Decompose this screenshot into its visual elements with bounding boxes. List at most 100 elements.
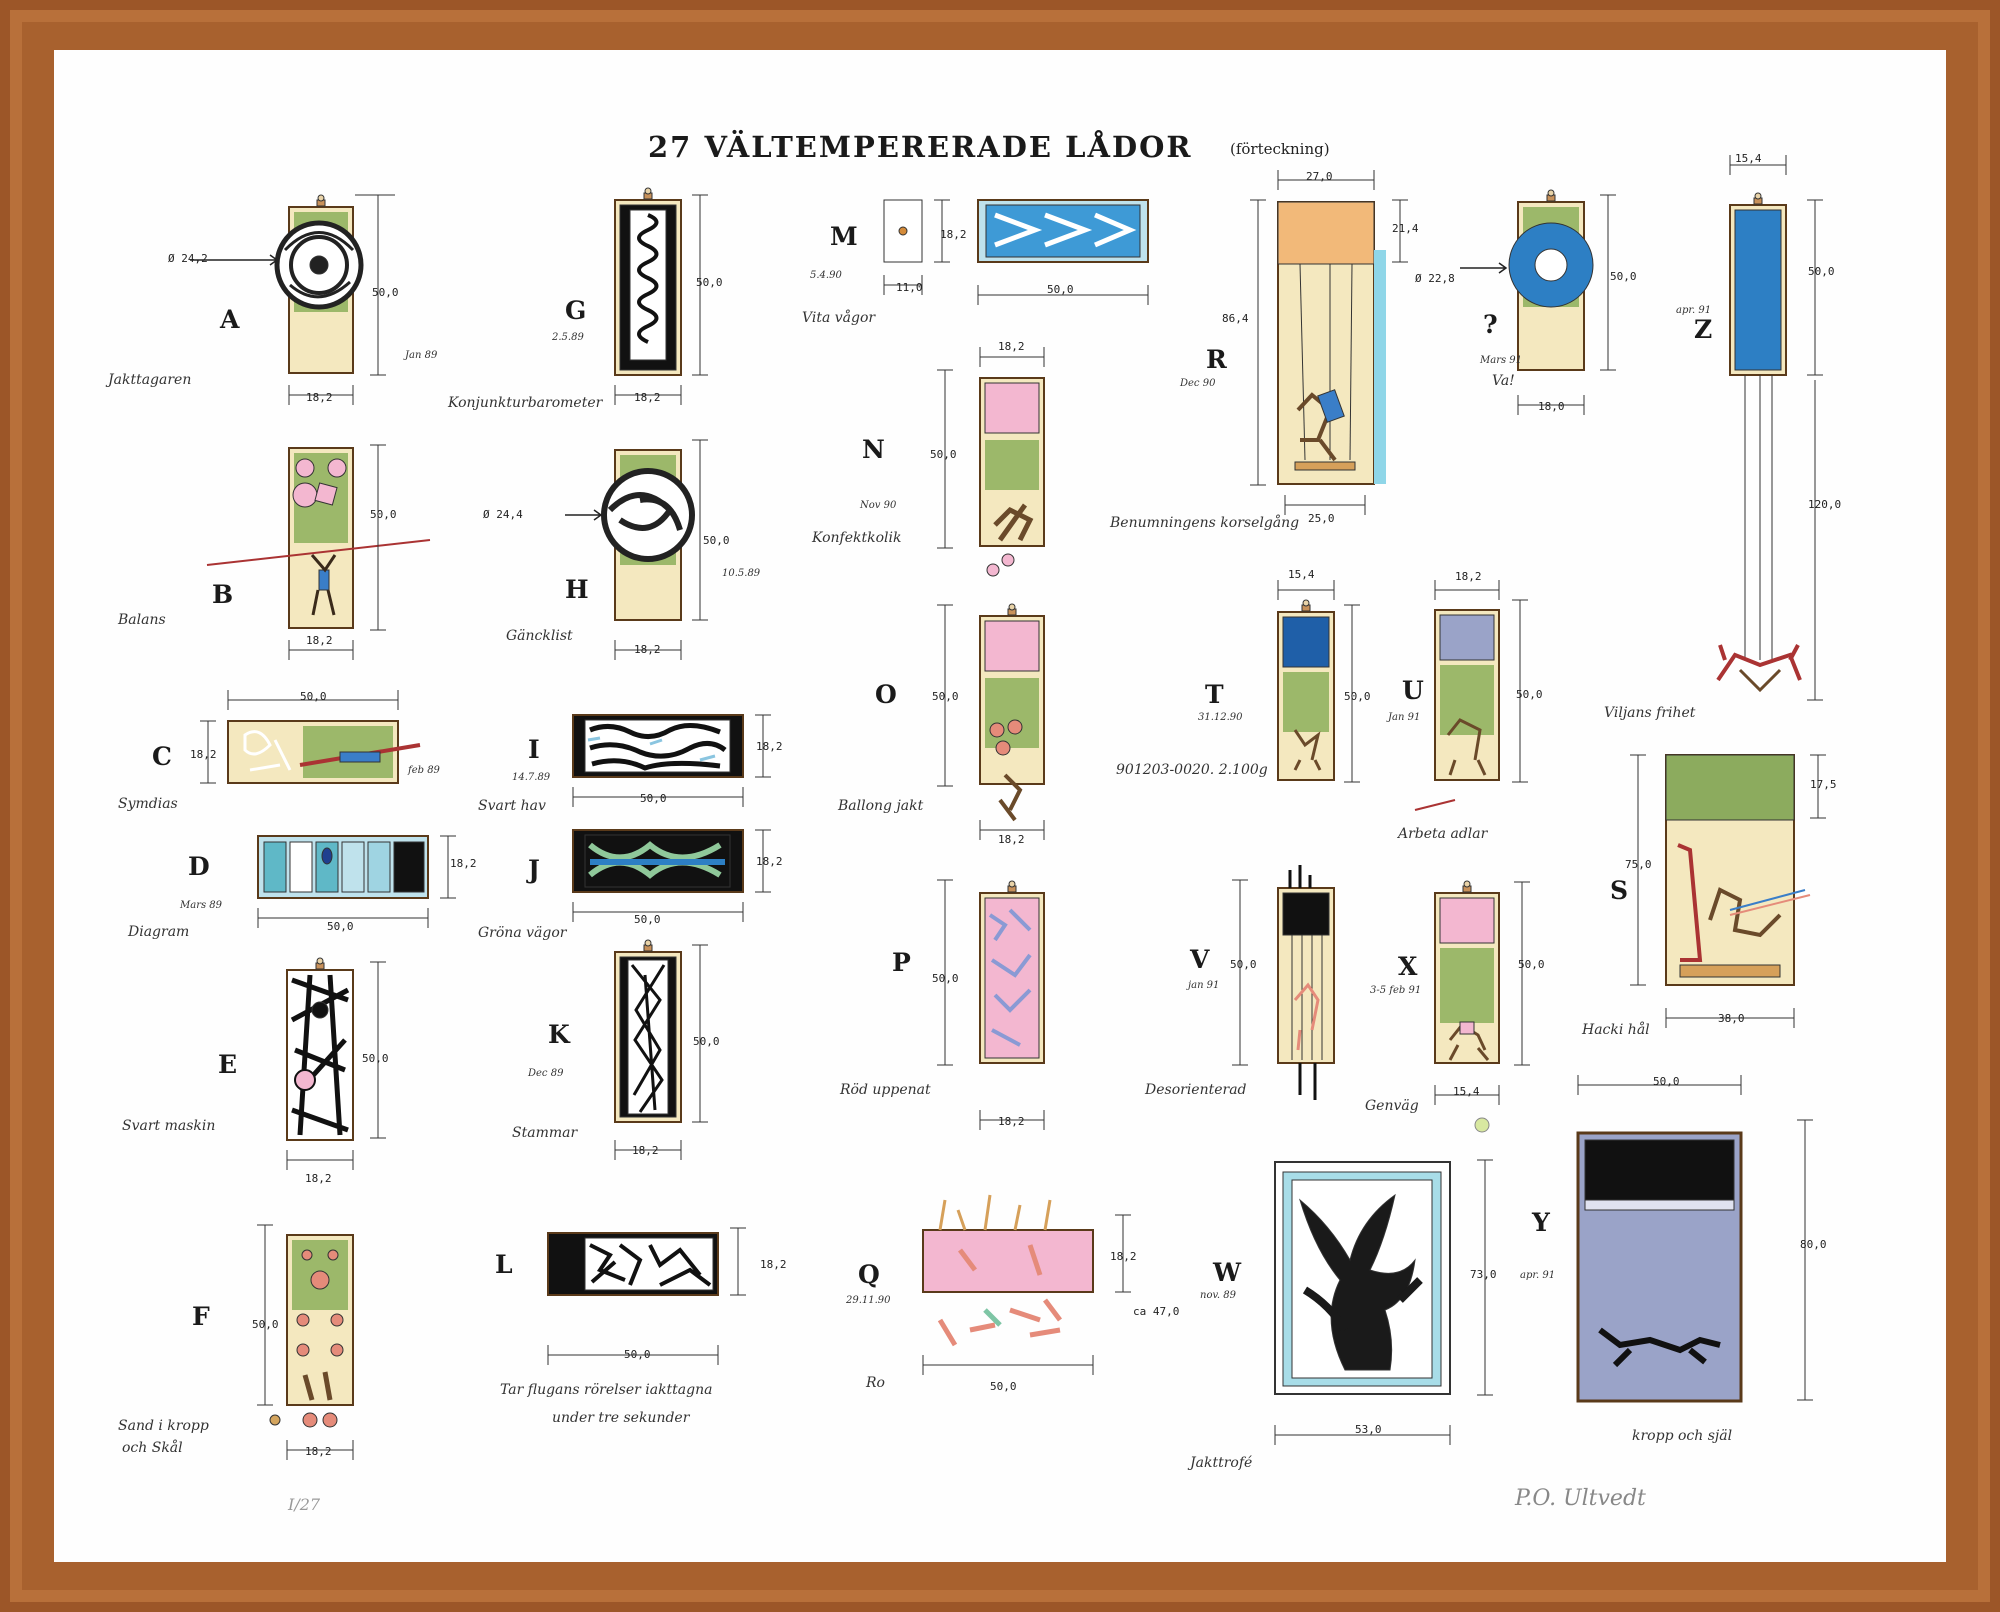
box-W-date: nov. 89 xyxy=(1200,1290,1237,1301)
box-Z-caption: Viljans frihet xyxy=(1604,705,1696,721)
box-X-date: 3-5 feb 91 xyxy=(1370,985,1422,996)
box-B-letter: B xyxy=(212,580,234,609)
box-L-caption-line2: under tre sekunder xyxy=(552,1410,690,1426)
box-A-letter: A xyxy=(220,305,240,334)
box-A-height: 50,0 xyxy=(372,286,399,299)
box-M-letter: M xyxy=(830,222,858,251)
box-B-drawing xyxy=(206,444,431,660)
box-S-top-height: 17,5 xyxy=(1810,778,1837,791)
box-W-drawing xyxy=(1274,1159,1493,1445)
box-R-date: Dec 90 xyxy=(1180,378,1216,389)
box-F-caption: Sand i kropp xyxy=(118,1418,209,1434)
box-Y-letter: Y xyxy=(1532,1208,1550,1237)
box-C-date: feb 89 xyxy=(408,765,440,776)
box-D-date: Mars 89 xyxy=(180,900,223,911)
box-N-width: 18,2 xyxy=(998,340,1025,353)
box-T-height: 50,0 xyxy=(1344,690,1371,703)
box-Q-letter: Q xyxy=(858,1260,880,1289)
box-T-date: 31.12.90 xyxy=(1198,712,1243,723)
box-T-drawing xyxy=(1277,580,1360,783)
box-Q-caption: Ro xyxy=(866,1375,885,1391)
box-P-letter: P xyxy=(892,948,911,977)
box-P-height: 50,0 xyxy=(932,972,959,985)
box-question-height: 50,0 xyxy=(1610,270,1637,283)
box-A-width: 18,2 xyxy=(306,391,333,404)
box-O-letter: O xyxy=(875,680,897,709)
box-Y-drawing xyxy=(1576,1075,1813,1403)
box-question-letter: ? xyxy=(1483,310,1498,339)
box-M-depth: 11,0 xyxy=(896,281,923,294)
box-J-length: 50,0 xyxy=(634,913,661,926)
box-E-drawing xyxy=(286,957,386,1170)
box-R-caption: Benumningens korselgång xyxy=(1110,515,1300,531)
box-E-caption: Svart maskin xyxy=(122,1118,216,1134)
box-I-date: 14.7.89 xyxy=(512,772,551,783)
box-Y-width: 50,0 xyxy=(1653,1075,1680,1088)
box-Y-date: apr. 91 xyxy=(1520,1270,1556,1281)
box-L-length: 50,0 xyxy=(624,1348,651,1361)
box-question-width: 18,0 xyxy=(1538,400,1565,413)
box-D-height: 18,2 xyxy=(450,857,477,870)
box-D-letter: D xyxy=(188,852,210,881)
box-N-height: 50,0 xyxy=(930,448,957,461)
box-C-caption: Symdias xyxy=(118,796,178,812)
box-Q-drawing xyxy=(922,1194,1131,1375)
box-F-caption-line2: och Skål xyxy=(122,1440,183,1456)
box-V-drawing xyxy=(1232,865,1335,1100)
artist-signature: P.O. Ultvedt xyxy=(1515,1486,1646,1511)
box-I-height: 18,2 xyxy=(756,740,783,753)
box-W-height: 73,0 xyxy=(1470,1268,1497,1281)
box-J-letter: J xyxy=(528,855,540,884)
box-H-caption: Gäncklist xyxy=(506,628,573,644)
box-T-caption: 901203-0020. 2.100g xyxy=(1116,762,1268,778)
box-J-height: 18,2 xyxy=(756,855,783,868)
box-Q-depth: ca 47,0 xyxy=(1133,1305,1180,1318)
box-A-diameter: Ø 24,2 xyxy=(168,252,208,265)
box-H-diameter: Ø 24,4 xyxy=(483,508,523,521)
box-Z-stand: 120,0 xyxy=(1808,498,1842,511)
box-F-letter: F xyxy=(192,1302,210,1331)
box-K-drawing xyxy=(614,939,708,1160)
box-U-caption: Arbeta adlar xyxy=(1398,826,1488,842)
box-H-drawing xyxy=(565,439,708,660)
box-S-caption: Hacki hål xyxy=(1582,1022,1650,1038)
box-T-letter: T xyxy=(1205,680,1224,709)
box-M-caption: Vita vågor xyxy=(802,310,876,326)
box-B-width: 18,2 xyxy=(306,634,333,647)
box-R-drawing xyxy=(1250,170,1408,515)
box-question-diameter: Ø 22,8 xyxy=(1415,272,1455,285)
box-U-date: Jan 91 xyxy=(1388,712,1421,723)
box-Q-height: 18,2 xyxy=(1110,1250,1137,1263)
box-N-caption: Konfektkolik xyxy=(812,530,902,546)
box-L-drawing xyxy=(547,1227,746,1365)
box-N-drawing xyxy=(937,347,1045,577)
box-O-width: 18,2 xyxy=(998,833,1025,846)
box-T-width: 15,4 xyxy=(1288,568,1315,581)
box-W-caption: Jakttrofé xyxy=(1190,1455,1253,1471)
box-S-letter: S xyxy=(1610,876,1629,905)
box-U-drawing xyxy=(1414,580,1528,811)
box-R-letter: R xyxy=(1206,345,1227,374)
box-H-height: 50,0 xyxy=(703,534,730,547)
box-R-width-top: 27,0 xyxy=(1306,170,1333,183)
box-M-height: 18,2 xyxy=(940,228,967,241)
box-N-letter: N xyxy=(862,435,885,464)
box-Y-caption: kropp och själ xyxy=(1632,1428,1733,1444)
box-N-date: Nov 90 xyxy=(860,500,897,511)
box-W-width: 53,0 xyxy=(1355,1423,1382,1436)
box-C-drawing xyxy=(200,690,421,784)
box-J-drawing xyxy=(572,829,771,922)
box-question-drawing xyxy=(1460,189,1616,415)
box-F-drawing xyxy=(257,1224,354,1460)
box-L-height: 18,2 xyxy=(760,1258,787,1271)
box-Z-date: apr. 91 xyxy=(1676,305,1712,316)
box-E-height: 50,0 xyxy=(362,1052,389,1065)
box-V-date: jan 91 xyxy=(1188,980,1220,991)
box-A-caption: Jakttagaren xyxy=(108,372,192,388)
box-I-length: 50,0 xyxy=(640,792,667,805)
box-W-letter: W xyxy=(1213,1258,1242,1287)
box-Z-height: 50,0 xyxy=(1808,265,1835,278)
box-K-height: 50,0 xyxy=(693,1035,720,1048)
